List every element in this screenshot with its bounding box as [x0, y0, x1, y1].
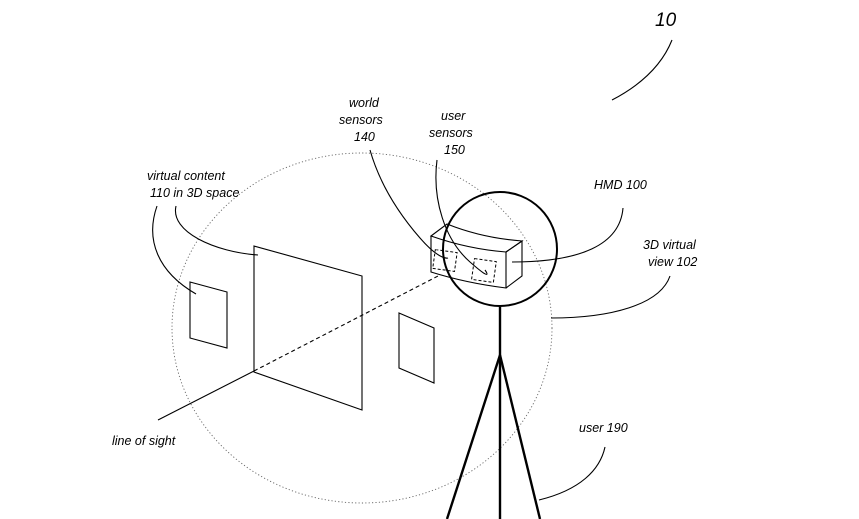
user-sensors-label-3: 150: [444, 143, 465, 157]
virtual-view-label-2: view 102: [648, 255, 697, 269]
line-of-sight-solid: [157, 370, 255, 421]
user-sensors-leader: [435, 159, 488, 275]
world-sensors-label-3: 140: [354, 130, 375, 144]
user-sensor-box: [471, 258, 497, 283]
line-of-sight-dashed: [253, 274, 441, 372]
virtual-content-small-right: [398, 312, 435, 384]
figure-number-leader: [611, 39, 673, 101]
world-sensors-label-2: sensors: [339, 113, 383, 127]
user-leader: [538, 446, 606, 501]
virtual-view-label-1: 3D virtual: [643, 238, 697, 252]
user-leg-left: [445, 354, 502, 519]
user-label: user 190: [579, 421, 628, 435]
user-sensors-label-2: sensors: [429, 126, 473, 140]
virtual-content-label-2: 110 in 3D space: [150, 186, 239, 200]
world-sensors-label-1: world: [349, 96, 380, 110]
virtual-content-leader-panel: [175, 205, 259, 256]
virtual-content-leader-small: [152, 205, 197, 295]
user-sensors-label-1: user: [441, 109, 466, 123]
user-head: [442, 191, 558, 307]
virtual-content-large-panel: [253, 245, 363, 411]
virtual-view-leader: [550, 275, 671, 319]
world-sensors-leader: [369, 149, 449, 259]
hmd-leader: [511, 207, 624, 263]
hmd-label: HMD 100: [594, 178, 647, 192]
world-sensor-box: [432, 248, 458, 272]
hmd-device: [429, 223, 524, 289]
line-of-sight-label: line of sight: [112, 434, 176, 448]
virtual-view-sphere: [171, 152, 553, 504]
figure-number: 10: [655, 10, 677, 31]
virtual-content-label-1: virtual content: [147, 169, 225, 183]
user-leg-right: [498, 354, 542, 519]
virtual-content-small-left: [189, 281, 228, 349]
